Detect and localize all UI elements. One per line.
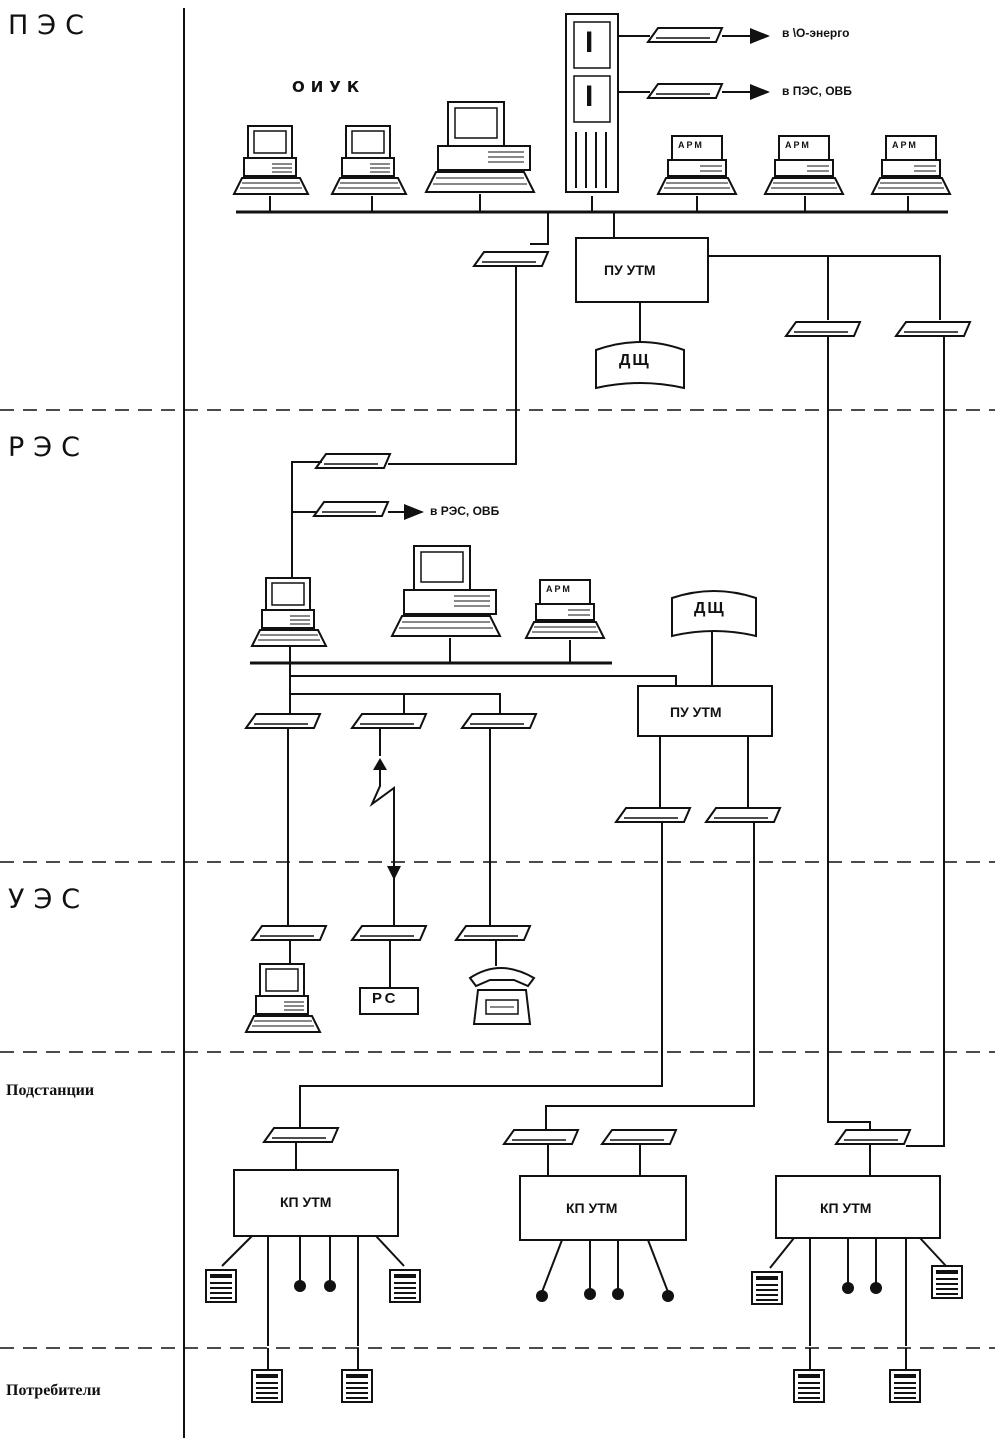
oiuk-computer-2 xyxy=(331,125,407,195)
modem-pes-to-res xyxy=(473,251,549,267)
consumer-meter-1 xyxy=(251,1369,283,1403)
res-computer-2 xyxy=(391,545,501,637)
modem-pes-right-1 xyxy=(785,321,861,337)
modem-ues-1 xyxy=(251,925,327,941)
modem-kp-2-left xyxy=(503,1129,579,1145)
meter-kp3-right xyxy=(931,1265,963,1299)
modem-ues-3 xyxy=(455,925,531,941)
dsh-label-pes: ДЩ xyxy=(619,352,651,369)
kp-utm-label-3: КП УТМ xyxy=(820,1200,872,1216)
level-label-ues: УЭС xyxy=(8,884,90,915)
rs-label: РС xyxy=(372,990,399,1007)
rs-radio-station-box xyxy=(359,987,419,1015)
label-to-uo-energo: в \О-энерго xyxy=(782,26,850,40)
server-mark-2: I xyxy=(585,80,594,113)
meter-kp1-right xyxy=(389,1269,421,1303)
kp-utm-label-2: КП УТМ xyxy=(566,1200,618,1216)
modem-res-branch-2 xyxy=(351,713,427,729)
level-separators xyxy=(0,409,995,1349)
modem-res-pu-1 xyxy=(615,807,691,823)
ues-computer xyxy=(245,963,321,1033)
dsh-label-res: ДЩ xyxy=(694,600,726,617)
level-label-substations: Подстанции xyxy=(6,1082,95,1099)
modem-to-uo-energo xyxy=(647,27,723,43)
kp-utm-label-1: КП УТМ xyxy=(280,1194,332,1210)
consumer-meter-4 xyxy=(889,1369,921,1403)
level-label-pes: ПЭС xyxy=(8,10,94,41)
server-rack xyxy=(565,13,619,193)
label-to-res-ovb: в РЭС, ОВБ xyxy=(430,504,500,518)
pu-utm-box-res xyxy=(637,685,773,737)
kp-utm-box-2 xyxy=(519,1175,687,1241)
pu-utm-label-pes: ПУ УТМ xyxy=(604,262,656,278)
telephone-icon xyxy=(468,967,536,1025)
consumer-meter-2 xyxy=(341,1369,373,1403)
consumer-meter-3 xyxy=(793,1369,825,1403)
kp-utm-box-1 xyxy=(233,1169,399,1237)
arm-label-pes-2: АРМ xyxy=(785,140,811,150)
arm-label-pes-3: АРМ xyxy=(892,140,918,150)
modem-res-branch-1 xyxy=(245,713,321,729)
level-label-consumers: Потребители xyxy=(6,1382,101,1399)
radio-link xyxy=(369,770,395,880)
pu-utm-box-pes xyxy=(575,237,709,303)
modem-res-branch-3 xyxy=(461,713,537,729)
arm-label-pes-1: АРМ xyxy=(678,140,704,150)
dsh-display-pes xyxy=(595,341,685,390)
arm-label-res: АРМ xyxy=(546,584,572,594)
label-to-pes-ovb: в ПЭС, ОВБ xyxy=(782,84,852,98)
modem-res-pu-2 xyxy=(705,807,781,823)
modem-to-pes-ovb xyxy=(647,83,723,99)
level-label-res: РЭС xyxy=(8,432,89,463)
server-mark-1: I xyxy=(585,26,594,59)
modem-kp-3 xyxy=(835,1129,911,1145)
oiuk-group-label: ОИУК xyxy=(292,78,366,96)
modem-pes-right-2 xyxy=(895,321,971,337)
oiuk-computer-1 xyxy=(233,125,309,195)
res-computer-1 xyxy=(251,577,327,647)
dsh-display-res xyxy=(671,590,757,638)
modem-to-res-ovb xyxy=(313,501,389,517)
modem-res-incoming xyxy=(315,453,391,469)
meter-kp3-left xyxy=(751,1271,783,1305)
modem-kp-2-right xyxy=(601,1129,677,1145)
kp-utm-box-3 xyxy=(775,1175,941,1239)
meter-kp1-left xyxy=(205,1269,237,1303)
pu-utm-label-res: ПУ УТМ xyxy=(670,704,722,720)
oiuk-computer-3 xyxy=(425,101,535,193)
modem-kp-1 xyxy=(263,1127,339,1143)
modem-ues-2 xyxy=(351,925,427,941)
